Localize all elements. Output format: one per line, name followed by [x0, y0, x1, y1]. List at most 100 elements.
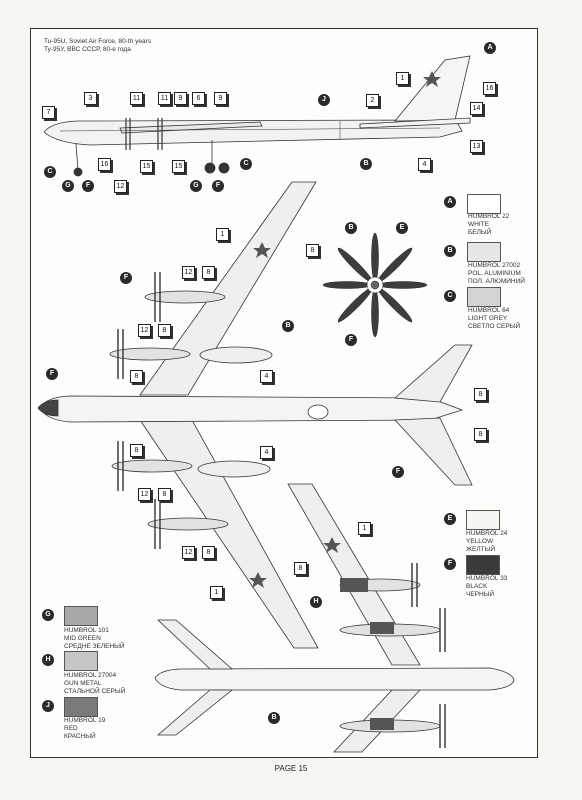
- propeller-detail: [322, 232, 428, 338]
- part-callout: 12: [182, 546, 195, 559]
- part-callout: 2: [366, 94, 379, 107]
- part-callout: 8: [202, 266, 215, 279]
- color-label: GUN METAL: [64, 680, 102, 687]
- color-callout-badge: A: [484, 42, 496, 54]
- color-label: HUMBROL 22: [468, 213, 510, 220]
- color-label: HUMBROL 64: [468, 307, 510, 314]
- part-callout: 12: [138, 488, 151, 501]
- color-code-badge: J: [42, 700, 54, 712]
- part-callout: 8: [202, 546, 215, 559]
- part-callout: 8: [158, 488, 171, 501]
- page-number: PAGE 15: [274, 764, 308, 773]
- color-swatch-c: [467, 287, 501, 307]
- color-callout-badge: E: [396, 222, 408, 234]
- color-callout-badge: F: [46, 368, 58, 380]
- color-swatch-g: [64, 606, 98, 626]
- color-code-badge: B: [444, 245, 456, 257]
- part-callout: 4: [260, 446, 273, 459]
- color-label: RED: [64, 725, 78, 732]
- color-label: ЖЕЛТЫЙ: [466, 546, 495, 553]
- color-label: HUMBROL 19: [64, 717, 106, 724]
- part-callout: 3: [84, 92, 97, 105]
- part-callout: 7: [42, 106, 55, 119]
- color-swatch-a: [467, 194, 501, 214]
- page-frame: [30, 28, 538, 758]
- part-callout: 11: [158, 92, 171, 105]
- color-swatch-f: [466, 555, 500, 575]
- color-label: WHITE: [468, 221, 489, 228]
- color-label: BLACK: [466, 583, 488, 590]
- part-callout: 15: [140, 160, 153, 173]
- color-callout-badge: H: [310, 596, 322, 608]
- color-callout-badge: B: [360, 158, 372, 170]
- color-callout-badge: J: [318, 94, 330, 106]
- part-callout: 12: [138, 324, 151, 337]
- color-callout-badge: F: [345, 334, 357, 346]
- part-callout: 11: [130, 92, 143, 105]
- color-callout-badge: C: [240, 158, 252, 170]
- color-code-badge: A: [444, 196, 456, 208]
- part-callout: 15: [172, 160, 185, 173]
- color-code-badge: F: [444, 558, 456, 570]
- color-label: СРЕДНЕ ЗЕЛЕНЫЙ: [64, 643, 125, 650]
- part-callout: 16: [483, 82, 496, 95]
- color-swatch-h: [64, 651, 98, 671]
- color-label: ЧЕРНЫЙ: [466, 591, 495, 598]
- part-callout: 8: [158, 324, 171, 337]
- part-callout: 8: [130, 370, 143, 383]
- part-callout: 1: [216, 228, 229, 241]
- part-callout: 9: [214, 92, 227, 105]
- color-callout-badge: F: [120, 272, 132, 284]
- color-callout-badge: G: [62, 180, 74, 192]
- color-label: КРАСНЫЙ: [64, 733, 96, 740]
- color-code-badge: H: [42, 654, 54, 666]
- color-code-badge: G: [42, 609, 54, 621]
- side-view: [43, 55, 471, 177]
- color-label: LIGHT GREY: [468, 315, 508, 322]
- part-callout: 1: [210, 586, 223, 599]
- part-callout: 8: [474, 388, 487, 401]
- title-line-ru: Ту-95У, ВВС СССР, 80-е года: [44, 46, 131, 53]
- color-label: MID GREEN: [64, 635, 101, 642]
- color-callout-badge: B: [268, 712, 280, 724]
- color-swatch-e: [466, 510, 500, 530]
- color-label: HUMBROL 27004: [64, 672, 117, 679]
- part-callout: 12: [114, 180, 127, 193]
- part-callout: 1: [358, 522, 371, 535]
- color-swatch-b: [467, 242, 501, 262]
- color-callout-badge: B: [345, 222, 357, 234]
- color-code-badge: E: [444, 513, 456, 525]
- part-callout: 12: [182, 266, 195, 279]
- part-callout: 8: [306, 244, 319, 257]
- part-callout: 16: [98, 158, 111, 171]
- color-label: HUMBROL 27002: [468, 262, 521, 269]
- part-callout: 8: [130, 444, 143, 457]
- color-callout-badge: C: [44, 166, 56, 178]
- color-callout-badge: F: [82, 180, 94, 192]
- bottom-view: [154, 483, 515, 753]
- part-callout: 14: [470, 102, 483, 115]
- color-callout-badge: F: [392, 466, 404, 478]
- part-callout: 6: [192, 92, 205, 105]
- color-callout-badge: F: [212, 180, 224, 192]
- part-callout: 9: [174, 92, 187, 105]
- title-line-en: Tu-95U, Soviet Air Force, 80-th years: [44, 38, 152, 45]
- color-label: HUMBROL 24: [466, 530, 508, 537]
- color-label: YELLOW: [466, 538, 494, 545]
- color-label: HUMBROL 33: [466, 575, 508, 582]
- color-label: ПОЛ. АЛЮМИНИЙ: [468, 278, 525, 285]
- color-swatch-j: [64, 697, 98, 717]
- part-callout: 4: [418, 158, 431, 171]
- top-view: [37, 181, 473, 649]
- color-label: СТАЛЬНОЙ СЕРЫЙ: [64, 688, 126, 695]
- color-label: БЕЛЫЙ: [468, 229, 492, 236]
- color-label: HUMBROL 101: [64, 627, 109, 634]
- part-callout: 1: [396, 72, 409, 85]
- color-callout-badge: B: [282, 320, 294, 332]
- part-callout: 13: [470, 140, 483, 153]
- part-callout: 8: [474, 428, 487, 441]
- part-callout: 8: [294, 562, 307, 575]
- color-label: СВЕТЛО СЕРЫЙ: [468, 323, 521, 330]
- part-callout: 4: [260, 370, 273, 383]
